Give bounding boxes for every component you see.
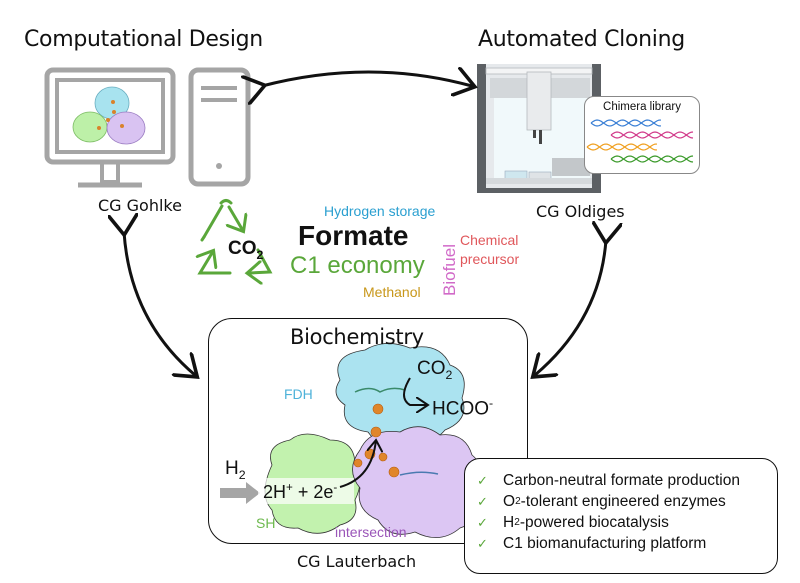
chimera-library-label: Chimera library	[603, 101, 681, 113]
group-label-lauterbach: CG Lauterbach	[297, 552, 417, 571]
check-icon: ✓	[477, 514, 488, 530]
protons-text: 2H	[263, 482, 287, 502]
word-hydrogen-storage: Hydrogen storage	[324, 203, 436, 219]
dna-strand	[590, 119, 662, 127]
feature-text: C1 biomanufacturing platform	[503, 534, 707, 552]
word-chemical: Chemical	[460, 232, 519, 248]
enzyme-label-fdh: FDH	[284, 386, 313, 402]
electrons-charge: -	[333, 481, 338, 494]
cloning-robot-icon	[477, 64, 601, 193]
group-label-gohlke: CG Gohlke	[98, 196, 182, 215]
word-biofuel: Biofuel	[440, 244, 459, 296]
feature-text: O	[503, 492, 516, 510]
electron-transfer-arrow	[339, 440, 376, 488]
dna-strand	[610, 131, 694, 139]
computational-design-title: Computational Design	[24, 27, 263, 52]
feature-subscript: 2	[515, 496, 521, 507]
formate-text: HCOO	[432, 398, 489, 420]
feature-item: ✓ Carbon-neutral formate production	[477, 470, 777, 491]
recycle-cycle-icon	[200, 199, 273, 274]
dna-strands-icon	[586, 119, 694, 163]
chimera-library-callout: Chimera library	[584, 96, 700, 174]
group-label-oldiges: CG Oldiges	[536, 202, 625, 221]
protons-electrons-label: 2H+ + 2e-	[263, 481, 337, 503]
formate-product-label: HCOO-	[432, 396, 493, 420]
biochemistry-title: Biochemistry	[290, 325, 424, 349]
dna-strand	[586, 143, 658, 151]
co2-reactant-label: CO2	[417, 358, 452, 382]
check-icon: ✓	[477, 493, 488, 509]
h2-text: H	[225, 458, 239, 479]
enzyme-label-sh: SH	[256, 515, 276, 531]
computer-monitor-icon	[44, 67, 176, 188]
automated-cloning-title: Automated Cloning	[478, 27, 685, 52]
protein-thumbnail-icon	[72, 86, 146, 145]
protons-charge: +	[286, 481, 293, 494]
word-c1-economy: C1 economy	[290, 252, 425, 279]
feature-text: H	[503, 513, 515, 531]
dna-strand	[586, 143, 658, 151]
feature-text-suffix: -tolerant engineered enzymes	[520, 492, 726, 510]
h2-input-arrow	[220, 482, 260, 504]
feature-text-suffix: -powered biocatalysis	[519, 513, 669, 531]
arrow-design-cloning	[262, 72, 472, 86]
word-precursor: precursor	[460, 251, 520, 267]
feature-item: ✓ C1 biomanufacturing platform	[477, 533, 777, 554]
arrow-cloning-biochemistry	[535, 240, 606, 375]
enzyme-label-intersection: intersection	[335, 524, 407, 540]
feature-subscript: 2	[514, 517, 520, 528]
dna-strand	[590, 119, 662, 127]
dna-strand	[610, 131, 694, 139]
check-icon: ✓	[477, 472, 488, 488]
co2-cycle-label: CO2	[228, 238, 263, 262]
arrow-design-biochemistry	[124, 232, 195, 375]
feature-text: Carbon-neutral formate production	[503, 471, 740, 489]
formate-charge: -	[489, 396, 494, 410]
co2-to-formate-arrow	[403, 377, 428, 405]
computer-tower-icon	[188, 67, 251, 187]
co2-subscript: 2	[256, 247, 264, 262]
check-icon: ✓	[477, 535, 488, 551]
electrons-text: + 2e	[292, 482, 334, 502]
h2-input-label: H2	[225, 458, 246, 482]
word-formate: Formate	[298, 220, 409, 251]
co2-text: CO	[417, 358, 446, 379]
h2-subscript: 2	[238, 467, 246, 482]
word-methanol: Methanol	[363, 284, 421, 300]
biochemistry-panel	[208, 318, 528, 544]
co2-text: CO	[228, 238, 257, 259]
dna-strand	[610, 155, 694, 163]
co2-subscript: 2	[445, 367, 453, 382]
dna-strand	[610, 155, 694, 163]
